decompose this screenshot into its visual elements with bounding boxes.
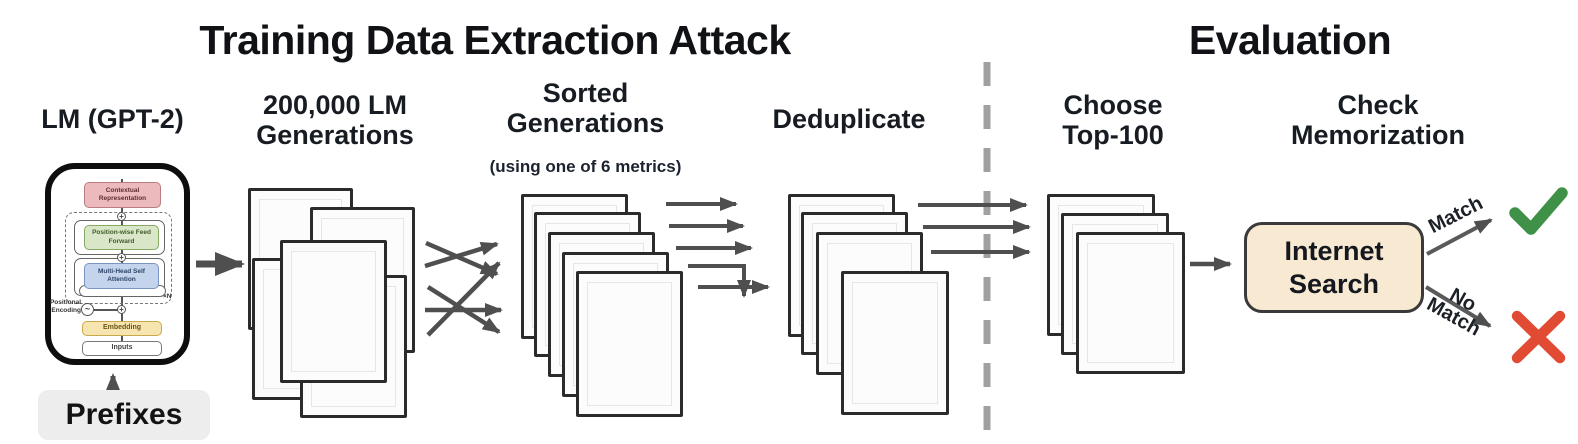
add-icon: + <box>117 212 126 221</box>
no-match-label: No Match <box>1423 284 1485 341</box>
positional-encoding-label: Positional Encoding <box>49 299 81 314</box>
document-page <box>280 240 387 383</box>
attack-section-title: Training Data Extraction Attack <box>199 17 791 63</box>
positional-encoding-icon: ~ <box>81 303 94 316</box>
posenc-connector-line <box>94 309 119 311</box>
document-page <box>841 271 949 415</box>
shuffle-arrows <box>424 240 503 337</box>
add-icon: + <box>117 253 126 262</box>
document-page <box>1076 232 1185 374</box>
dedup-label: Deduplicate <box>772 104 926 134</box>
evaluation-section-title: Evaluation <box>1188 17 1392 63</box>
check-icon <box>1509 187 1568 235</box>
internet-search-box: Internet Search <box>1244 222 1424 313</box>
inputs-box: Inputs <box>82 341 162 356</box>
add-icon: + <box>117 305 126 314</box>
document-page <box>576 271 683 417</box>
cross-icon <box>1511 310 1566 364</box>
contextual-representation-box: Contextual Representation <box>84 182 161 208</box>
choose-top100-label: Choose Top-100 <box>1062 90 1164 151</box>
feed-forward-box: Position-wise Feed Forward <box>84 225 159 250</box>
sorted-label: Sorted Generations <box>506 78 665 139</box>
lm-model-box: Contextual Representation + Position-wis… <box>45 163 190 365</box>
self-attention-box: Multi-Head Self Attention <box>84 263 159 289</box>
lm-label: LM (GPT-2) <box>41 104 184 134</box>
match-label: Match <box>1425 192 1487 238</box>
prefixes-box: Prefixes <box>38 390 210 440</box>
generations-label: 200,000 LM Generations <box>256 90 414 151</box>
sorted-sublabel: (using one of 6 metrics) <box>489 157 682 176</box>
dedup-to-top100-arrows <box>918 198 1031 259</box>
repeat-count-label: ×N <box>163 293 172 300</box>
embedding-box: Embedding <box>82 321 162 336</box>
check-memorization-label: Check Memorization <box>1290 90 1465 151</box>
